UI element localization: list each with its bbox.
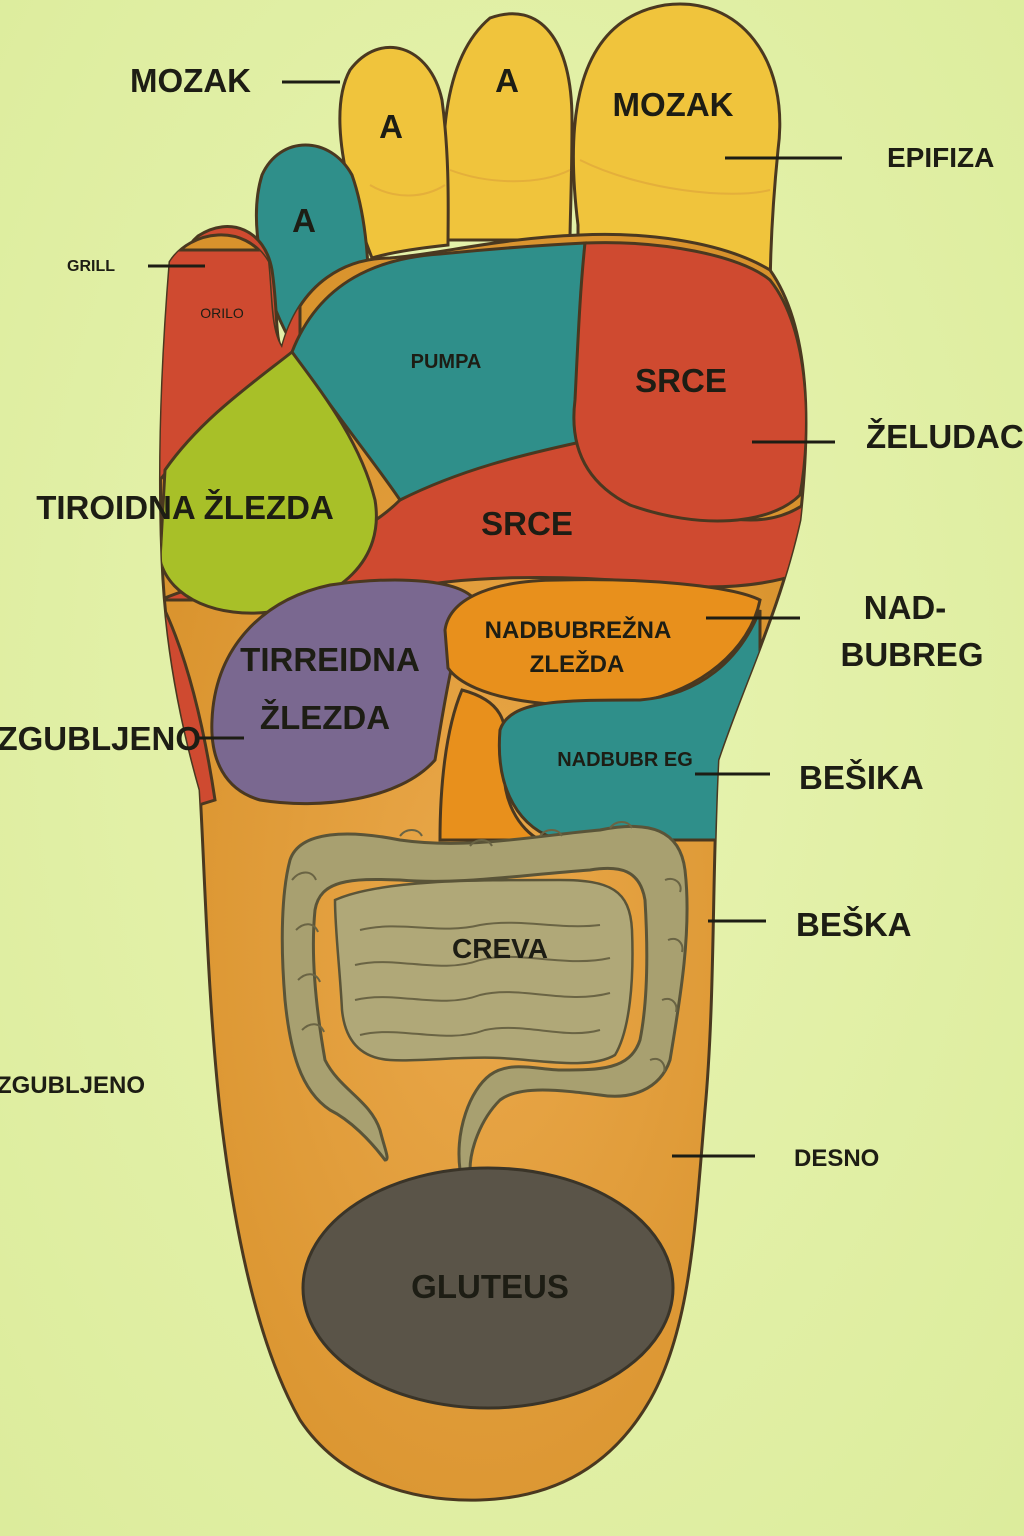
callout-mozak: MOZAK bbox=[130, 62, 251, 99]
label-nadbubrezna-line2: ZLEŽDA bbox=[530, 650, 625, 678]
callout-zeludac: ŽELUDAC bbox=[866, 418, 1024, 455]
label-tiroidna-zlezda: TIROIDNA ŽLEZDA bbox=[36, 489, 334, 526]
zone-srce-upper bbox=[572, 241, 807, 523]
toe-2 bbox=[441, 12, 574, 242]
callout-bubreg: BUBREG bbox=[840, 636, 983, 673]
callout-beska: BEŠKA bbox=[796, 905, 912, 943]
label-little-toe: ORILO bbox=[200, 305, 244, 321]
label-creva: CREVA bbox=[452, 933, 548, 964]
callout-nad: NAD- bbox=[864, 589, 946, 626]
label-big-toe: MOZAK bbox=[613, 86, 734, 123]
label-gluteus: GLUTEUS bbox=[411, 1268, 569, 1305]
callout-epifiza: EPIFIZA bbox=[887, 142, 994, 173]
callout-desno: DESNO bbox=[794, 1145, 879, 1172]
callout-zgubljeno: IZGUBLJENO bbox=[0, 720, 201, 757]
label-srce-upper: SRCE bbox=[635, 362, 727, 399]
intestine-group bbox=[280, 821, 689, 1172]
callout-labels: MOZAK GRILL EPIFIZA ŽELUDAC NAD- BUBREG … bbox=[0, 62, 1024, 1172]
zone-orange-column bbox=[438, 688, 541, 842]
label-toe-2: A bbox=[495, 62, 519, 99]
reflex-zones bbox=[160, 241, 807, 842]
label-tirreidna-line1: TIRREIDNA bbox=[240, 641, 420, 678]
label-tirreidna-line2: ŽLEZDA bbox=[260, 699, 390, 736]
label-nadbubrezna-line1: NADBUBREŽNA bbox=[485, 616, 672, 644]
callout-gubljeno: IZGUBLJENO bbox=[0, 1072, 145, 1099]
label-nadbubr-eg: NADBUBR EG bbox=[557, 749, 693, 771]
zone-nadbubreg-teal bbox=[497, 609, 762, 842]
callout-grill: GRILL bbox=[67, 258, 115, 275]
zone-labels: MOZAK A A A ORILO PUMPA SRCE SRCE TIROID… bbox=[36, 62, 733, 1305]
zone-tiroidna-lime bbox=[160, 349, 378, 615]
callout-besika: BEŠIKA bbox=[799, 758, 924, 796]
zone-gluteus bbox=[301, 1166, 675, 1410]
label-srce-middle: SRCE bbox=[481, 505, 573, 542]
label-toe-3: A bbox=[379, 108, 403, 145]
intestine-large-colon bbox=[280, 824, 689, 1172]
intestine-small bbox=[333, 878, 634, 1065]
toe-3 bbox=[338, 45, 450, 260]
label-pumpa: PUMPA bbox=[411, 351, 482, 373]
leader-lines bbox=[148, 80, 842, 1158]
label-toe-4: A bbox=[292, 202, 316, 239]
